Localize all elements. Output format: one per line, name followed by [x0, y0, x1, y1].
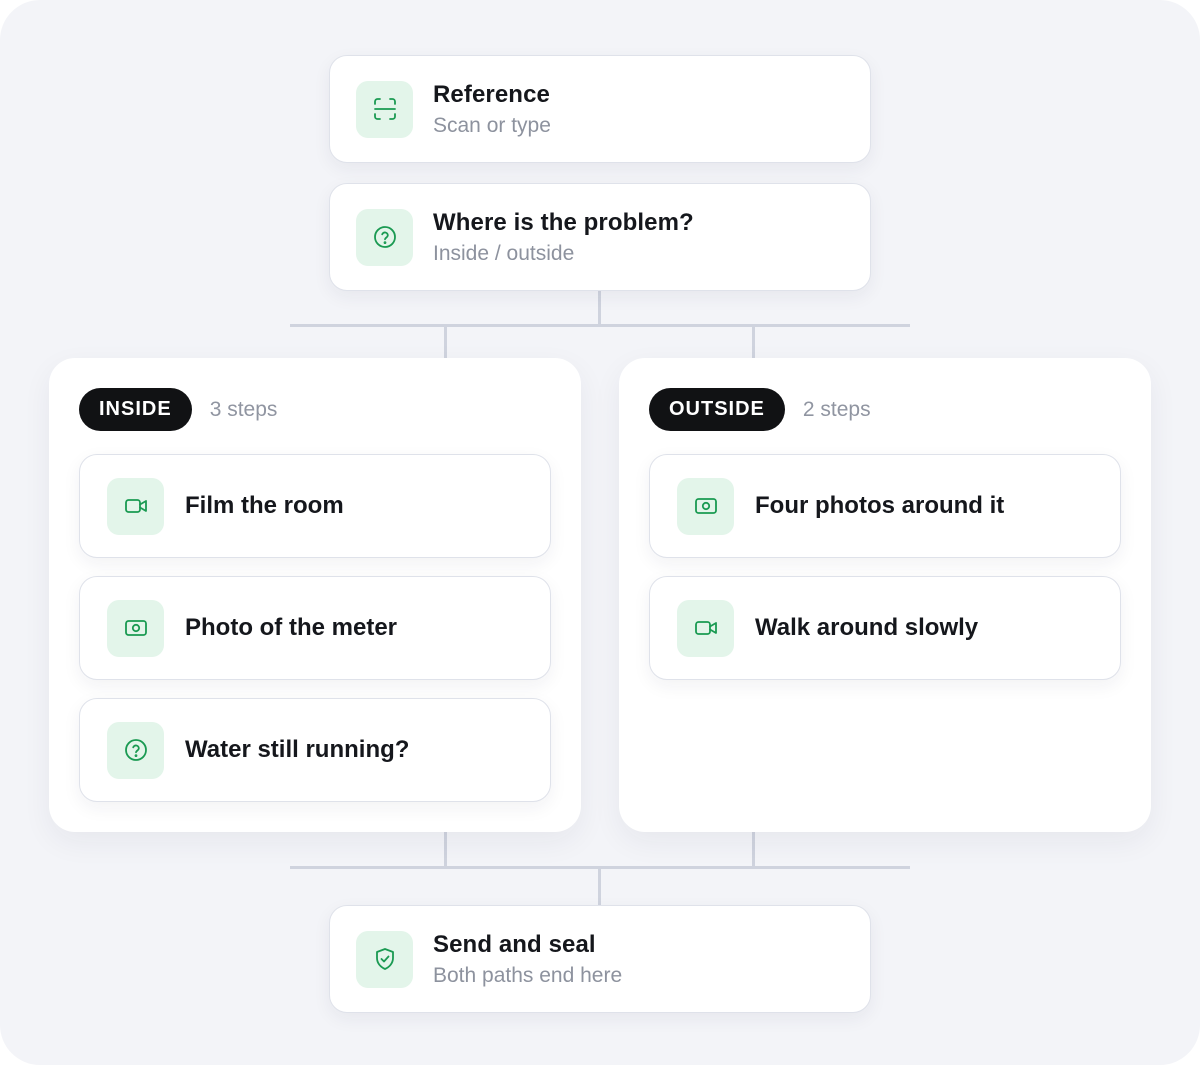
inside-branch-header: INSIDE 3 steps [79, 388, 277, 431]
step-label: Water still running? [185, 736, 410, 763]
outside-branch-header: OUTSIDE 2 steps [649, 388, 871, 431]
outside-branch-pill: OUTSIDE [649, 388, 785, 431]
video-icon [677, 599, 734, 657]
step-walk-around[interactable]: Walk around slowly [649, 576, 1121, 680]
location-question-node[interactable]: Where is the problem? Inside / outside [329, 183, 871, 291]
shield-check-icon [356, 930, 413, 988]
scan-icon [356, 80, 413, 138]
connector-split-bar [290, 324, 910, 327]
camera-icon [677, 477, 734, 535]
connector-to-inside [444, 324, 447, 358]
inside-step-count: 3 steps [209, 397, 278, 421]
connector-trunk-top [598, 289, 601, 326]
connector-from-outside [752, 832, 755, 868]
step-label: Walk around slowly [755, 614, 979, 641]
step-photo-meter[interactable]: Photo of the meter [79, 576, 551, 680]
question-icon [107, 721, 164, 779]
reference-subtitle: Scan or type [433, 113, 551, 137]
question-icon [356, 208, 413, 266]
send-seal-subtitle: Both paths end here [433, 963, 623, 987]
connector-to-outside [752, 324, 755, 358]
connector-trunk-bottom [598, 866, 601, 905]
location-question-title: Where is the problem? [433, 208, 694, 236]
step-four-photos[interactable]: Four photos around it [649, 454, 1121, 558]
send-seal-title: Send and seal [433, 930, 596, 958]
step-label: Film the room [185, 492, 344, 519]
inside-branch-panel: INSIDE 3 steps Film the room Photo of th… [49, 358, 581, 832]
outside-branch-panel: OUTSIDE 2 steps Four photos around it Wa… [619, 358, 1151, 832]
location-question-subtitle: Inside / outside [433, 241, 575, 265]
step-label: Four photos around it [755, 492, 1005, 519]
reference-title: Reference [433, 80, 550, 108]
send-seal-node[interactable]: Send and seal Both paths end here [329, 905, 871, 1013]
inside-branch-pill: INSIDE [79, 388, 192, 431]
step-water-running[interactable]: Water still running? [79, 698, 551, 802]
step-film-room[interactable]: Film the room [79, 454, 551, 558]
step-label: Photo of the meter [185, 614, 398, 641]
video-icon [107, 477, 164, 535]
outside-step-count: 2 steps [802, 397, 871, 421]
connector-from-inside [444, 832, 447, 868]
reference-node[interactable]: Reference Scan or type [329, 55, 871, 163]
camera-icon [107, 599, 164, 657]
